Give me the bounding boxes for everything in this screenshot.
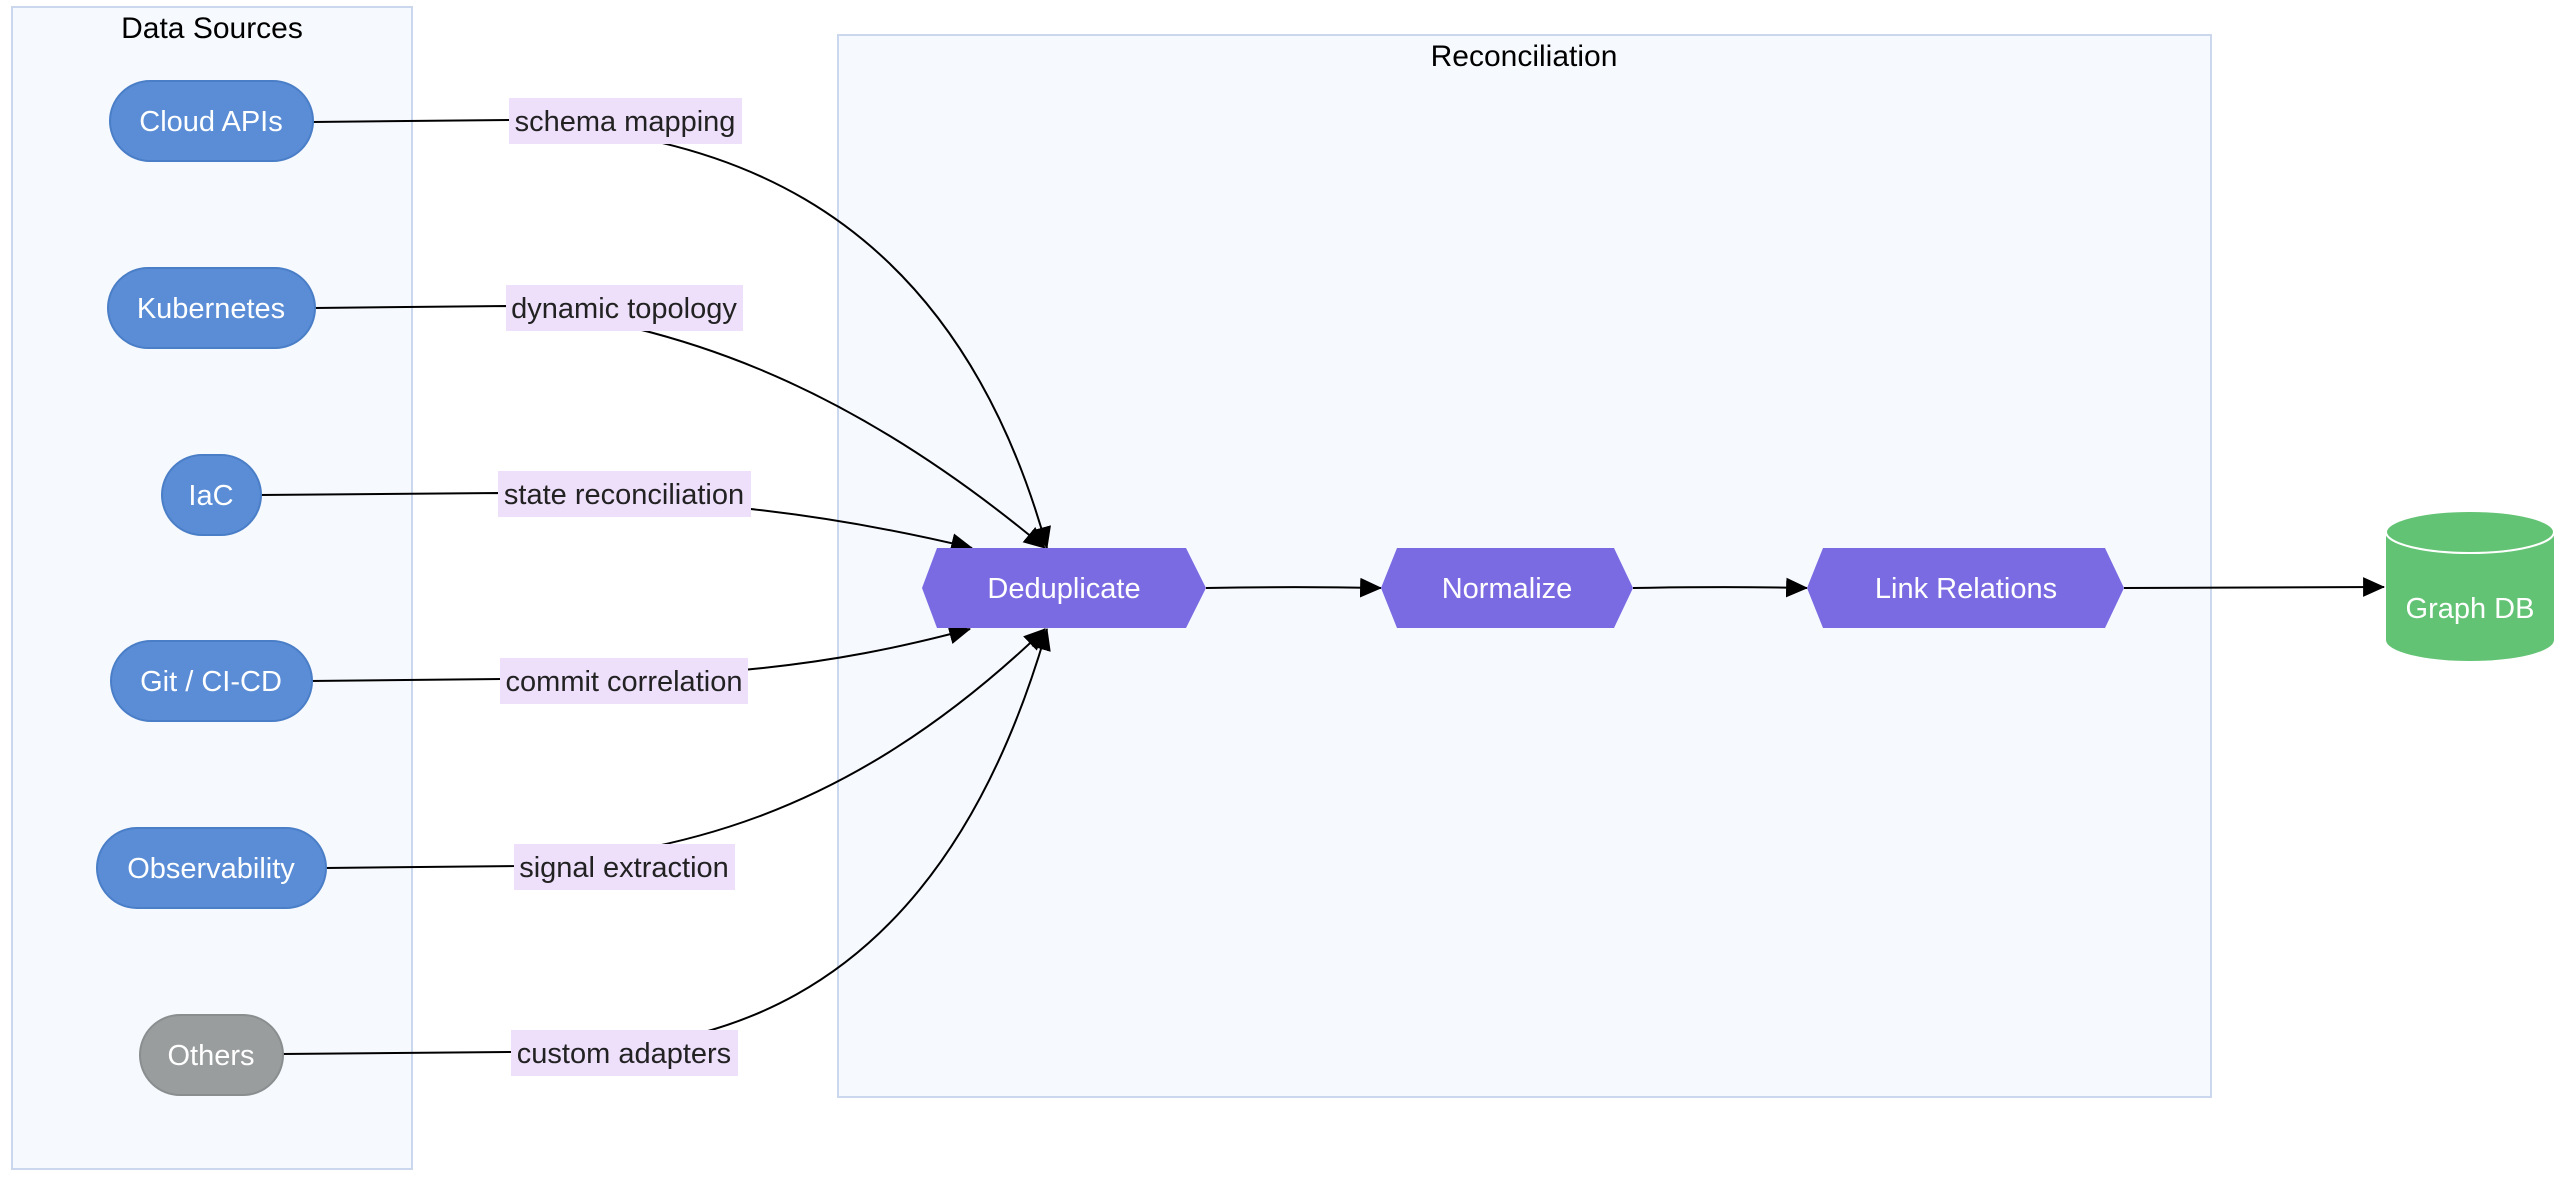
edge-label-iac: state reconciliation xyxy=(498,471,751,517)
edge-label-text: commit correlation xyxy=(506,666,743,698)
pipeline-nodes: Deduplicate Normalize Link Relations xyxy=(922,548,2124,628)
edge-labels: schema mapping dynamic topology state re… xyxy=(498,98,751,1076)
edge-label-bg xyxy=(514,844,735,890)
node-observability[interactable]: Observability xyxy=(96,827,327,909)
node-normalize[interactable]: Normalize xyxy=(1381,548,1633,628)
node-cloud-apis[interactable]: Cloud APIs xyxy=(109,80,314,162)
edge-label-bg xyxy=(506,285,743,331)
node-graph-db-label: Graph DB xyxy=(2406,593,2535,625)
edge-label-text: custom adapters xyxy=(517,1038,731,1070)
node-cloud-apis-label: Cloud APIs xyxy=(139,106,282,138)
node-link-relations[interactable]: Link Relations xyxy=(1807,548,2124,628)
node-others[interactable]: Others xyxy=(139,1014,284,1096)
node-kubernetes-shape xyxy=(107,267,316,349)
node-kubernetes[interactable]: Kubernetes xyxy=(107,267,316,349)
edge-normalize-to-link-relations xyxy=(1632,577,1809,598)
node-others-label: Others xyxy=(167,1040,254,1072)
edge-label-text: state reconciliation xyxy=(504,479,744,511)
cluster-data-sources-title: Data Sources xyxy=(121,12,303,45)
node-normalize-label: Normalize xyxy=(1442,573,1573,605)
node-link-relations-shape xyxy=(1807,548,2124,628)
cluster-data-sources-box xyxy=(11,6,413,1170)
edge-label-bg xyxy=(498,471,751,517)
pipeline-edges xyxy=(1205,577,2386,598)
node-git-ci-cd[interactable]: Git / CI-CD xyxy=(110,640,313,722)
node-graph-db[interactable]: Graph DB xyxy=(2385,510,2555,661)
database-icon xyxy=(2385,510,2555,661)
node-link-relations-label: Link Relations xyxy=(1875,573,2057,605)
node-deduplicate-shape xyxy=(922,548,1206,628)
node-observability-label: Observability xyxy=(127,853,295,885)
edge-label-bg xyxy=(500,658,748,704)
node-kubernetes-label: Kubernetes xyxy=(137,293,285,325)
node-iac-label: IaC xyxy=(188,480,233,512)
node-normalize-shape xyxy=(1381,548,1633,628)
node-deduplicate[interactable]: Deduplicate xyxy=(922,548,1206,628)
node-iac[interactable]: IaC xyxy=(161,454,262,536)
edge-label-bg xyxy=(509,98,742,144)
database-top xyxy=(2385,510,2555,554)
edge-label-observability: signal extraction xyxy=(514,844,735,890)
node-git-ci-cd-shape xyxy=(110,640,313,722)
edge-link-relations-to-graph-db xyxy=(2123,577,2386,597)
edge-label-bg xyxy=(511,1030,738,1076)
edge-label-text: dynamic topology xyxy=(511,293,737,325)
edge-label-text: signal extraction xyxy=(519,852,729,884)
node-others-shape xyxy=(139,1014,284,1096)
node-iac-shape xyxy=(161,454,262,536)
node-observability-shape xyxy=(96,827,327,909)
edge-deduplicate-to-normalize xyxy=(1205,577,1383,598)
node-git-ci-cd-label: Git / CI-CD xyxy=(140,666,282,698)
source-nodes: Cloud APIs Kubernetes IaC Git / CI-CD Ob… xyxy=(96,80,327,1096)
edge-label-kubernetes: dynamic topology xyxy=(506,285,743,331)
edge-label-git-ci-cd: commit correlation xyxy=(500,658,748,704)
edge-label-cloud-apis: schema mapping xyxy=(509,98,742,144)
edge-label-others: custom adapters xyxy=(511,1030,738,1076)
cluster-reconciliation-title: Reconciliation xyxy=(1431,40,1618,73)
cluster-data-sources: Data Sources xyxy=(11,6,413,1170)
node-deduplicate-label: Deduplicate xyxy=(987,573,1140,605)
node-cloud-apis-shape xyxy=(109,80,314,162)
edge-label-text: schema mapping xyxy=(515,106,736,138)
database-body xyxy=(2386,532,2554,661)
